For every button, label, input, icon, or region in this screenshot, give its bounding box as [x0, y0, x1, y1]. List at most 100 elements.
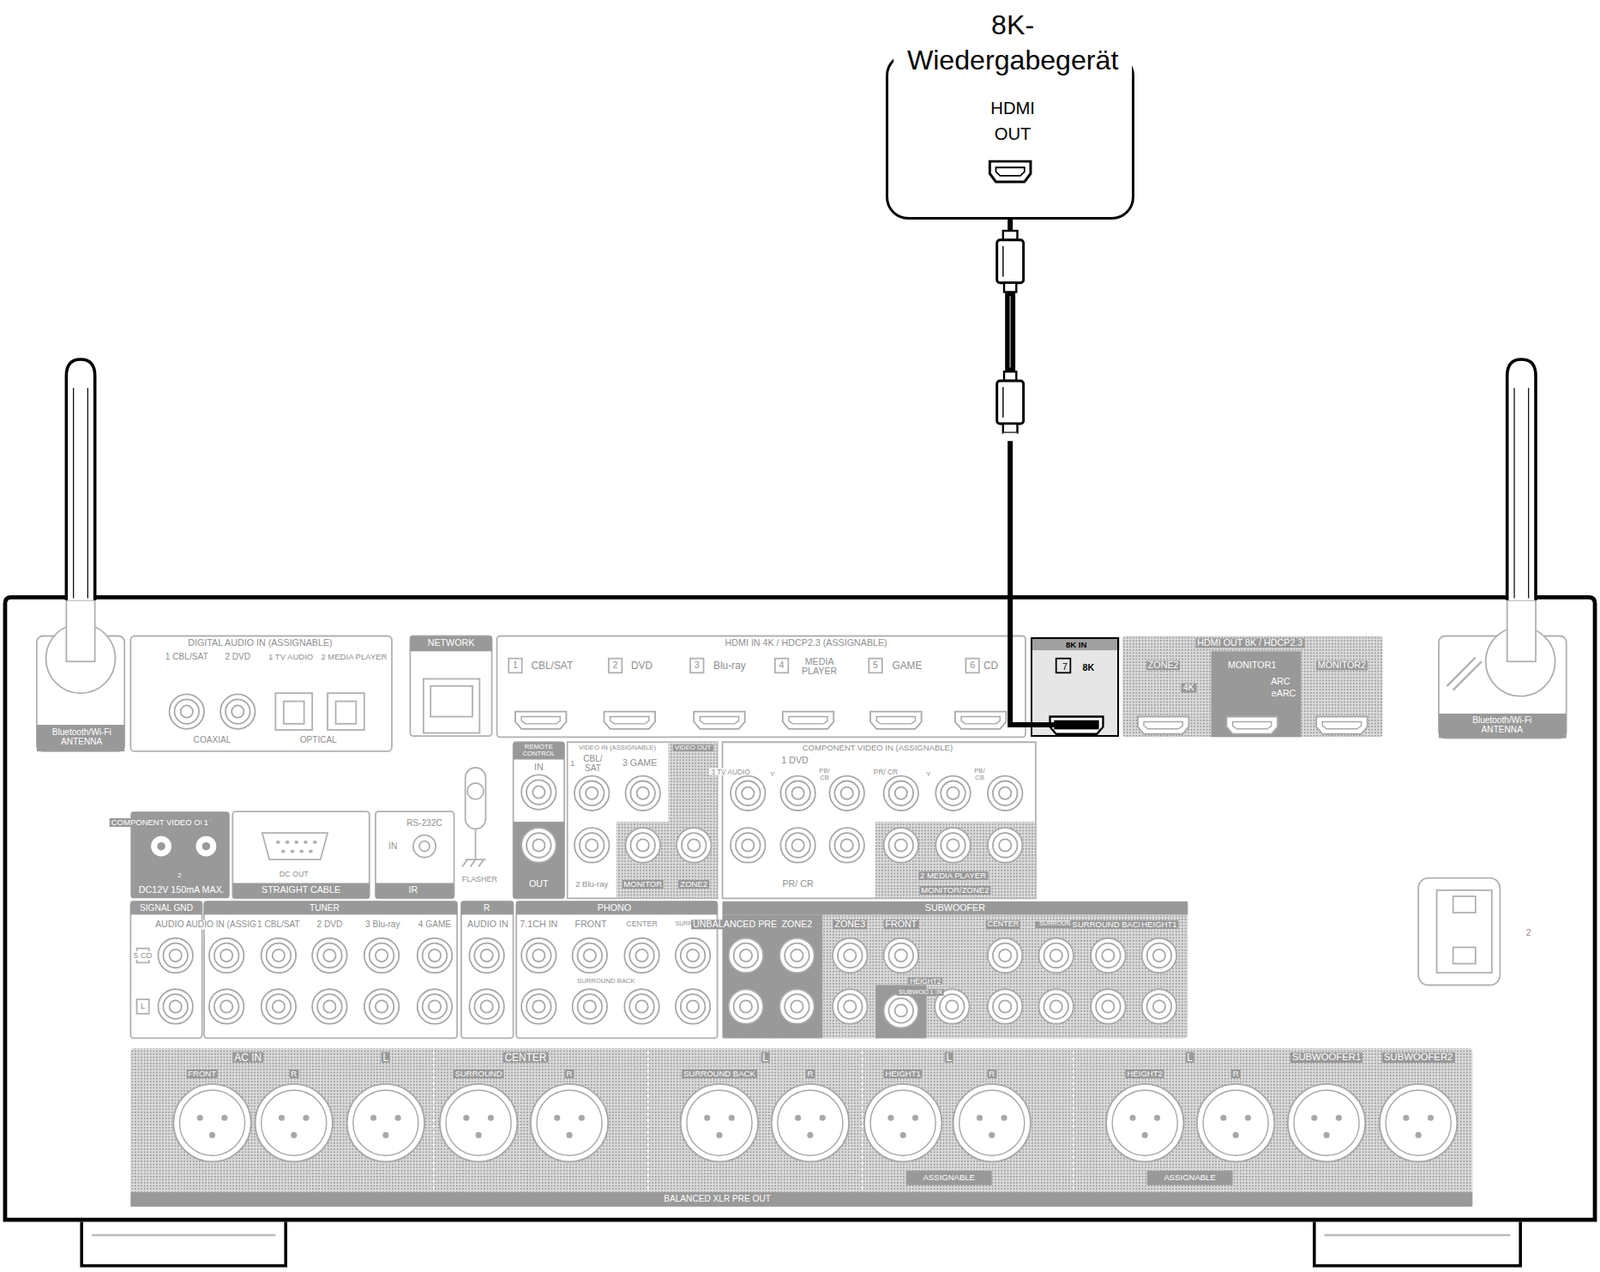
- panel-label: R: [986, 1069, 997, 1078]
- panel-label: PR/ CR: [780, 878, 815, 889]
- panel-label: COAXIAL: [192, 734, 234, 745]
- antenna-rod: [1507, 359, 1536, 601]
- panel-label: STRAIGHT CABLE: [259, 885, 343, 896]
- hdmi-out-port: [989, 161, 1031, 182]
- panel-label: ZONE2: [678, 879, 710, 889]
- rs232-panel: [232, 811, 369, 898]
- hdmi-out-port-inner: [995, 167, 1024, 176]
- panel-label: OPTICAL: [298, 734, 339, 745]
- dc-jack-pin: [156, 842, 166, 851]
- number-box: [1056, 658, 1071, 674]
- plug-tip: [1003, 423, 1018, 434]
- panel-label: HDMI OUT 8K / HDCP2.3: [1195, 637, 1305, 648]
- rca-jack: [832, 988, 867, 1023]
- receiver-feet: [81, 1221, 1521, 1266]
- rca-jack: [417, 938, 452, 973]
- panel-label: ARC: [1269, 676, 1293, 686]
- pre-out-panel: [722, 901, 1189, 1038]
- flasher-jack: [413, 835, 436, 858]
- xlr-jack: [1379, 1083, 1457, 1161]
- panel-label: 1: [927, 988, 935, 996]
- plug-inserted: [1053, 720, 1099, 730]
- panel-label: Y: [920, 770, 939, 778]
- panel-label: 1: [511, 660, 520, 670]
- panel-label: SURROUND BACK: [1070, 920, 1147, 929]
- plug-neck: [1004, 371, 1017, 381]
- hdmi-port: [1226, 716, 1278, 734]
- xlr-jack: [1287, 1083, 1366, 1161]
- panel-label: HEIGHT2: [908, 976, 943, 985]
- antenna-icon: [1446, 656, 1481, 690]
- cable-detail: [1009, 295, 1011, 367]
- ethernet-jack: [423, 678, 480, 733]
- panel-label: NETWORK: [426, 638, 477, 649]
- panel-label: ZONE2: [780, 920, 815, 930]
- number-box: [775, 658, 788, 674]
- rca-jack: [469, 938, 504, 973]
- network-panel: [409, 636, 492, 737]
- rca-jack: [935, 775, 970, 811]
- coaxial-jack: [169, 693, 205, 728]
- device-title: 8K- Wiedergabegerät: [893, 7, 1132, 80]
- rca-jack: [624, 988, 659, 1023]
- plug-body: [997, 380, 1024, 424]
- ground-symbol: [462, 828, 486, 867]
- header-bar: [409, 636, 492, 652]
- panel-label: MONITOR2: [1316, 660, 1368, 670]
- rca-jack: [625, 775, 661, 811]
- panel-label: REMOTE CONTROL: [514, 743, 565, 758]
- xlr-jack: [530, 1083, 608, 1161]
- port-number: 7: [1060, 661, 1070, 672]
- panel-label: 1 CBL/SAT: [163, 652, 211, 662]
- panel-label: CENTER: [624, 920, 660, 928]
- plug-body: [997, 240, 1024, 283]
- panel-label: FLASHER: [459, 875, 500, 884]
- xlr-jack: [953, 1083, 1031, 1161]
- header-bar: [722, 901, 1189, 915]
- rca-jack: [364, 988, 399, 1023]
- ac-inlet-socket: [1437, 890, 1492, 973]
- panel-label: FRONT: [186, 1069, 218, 1078]
- rca-jack: [987, 827, 1023, 862]
- rca-jack: [832, 938, 867, 973]
- video-out-area: [616, 741, 718, 898]
- panel-label: HEIGHT2: [1125, 1069, 1165, 1078]
- rca-jack: [730, 827, 765, 862]
- rca-jack: [884, 827, 919, 862]
- hdmi-port: [604, 711, 656, 729]
- panel-label: R: [481, 902, 492, 913]
- xlr-jack: [173, 1083, 251, 1161]
- component-panel: [722, 741, 1036, 898]
- panel-label: 3 GAME: [620, 758, 659, 769]
- phono-panel: [461, 901, 514, 1038]
- rca-jack: [987, 988, 1023, 1023]
- rca-jack: [676, 827, 711, 862]
- rca-jack: [625, 827, 661, 862]
- panel-label: Y: [763, 770, 782, 778]
- panel-label: OUT: [527, 878, 551, 889]
- rca-jack: [675, 938, 710, 973]
- channel-box: [136, 998, 149, 1014]
- panel-label: CENTER: [502, 1052, 548, 1064]
- panel-label: L: [138, 1001, 147, 1011]
- panel-label: 2 MEDIA PLAYER: [318, 652, 389, 662]
- panel-label: HEIGHT1: [884, 1069, 923, 1078]
- rca-jack: [521, 938, 556, 973]
- ac-pin: [1453, 896, 1476, 913]
- coaxial-jack: [220, 693, 255, 728]
- hdmi-port: [693, 711, 746, 729]
- panel-label: 6: [968, 660, 977, 670]
- panel-label: AC IN: [232, 1052, 264, 1064]
- ethernet-jack-inner: [430, 685, 473, 717]
- header-bar: [1030, 637, 1120, 650]
- panel-label: 3: [692, 660, 702, 670]
- label-bar: [1147, 1170, 1234, 1185]
- panel-label: 2: [611, 660, 620, 670]
- panel-label: R: [805, 1069, 815, 1078]
- rca-jack: [312, 938, 347, 973]
- panel-label: 1 DVD: [779, 755, 811, 765]
- rca-jack: [1142, 988, 1177, 1023]
- ac-inlet: [1418, 878, 1500, 986]
- xlr-jack: [1196, 1083, 1275, 1161]
- panel-label: 4K: [1181, 682, 1197, 692]
